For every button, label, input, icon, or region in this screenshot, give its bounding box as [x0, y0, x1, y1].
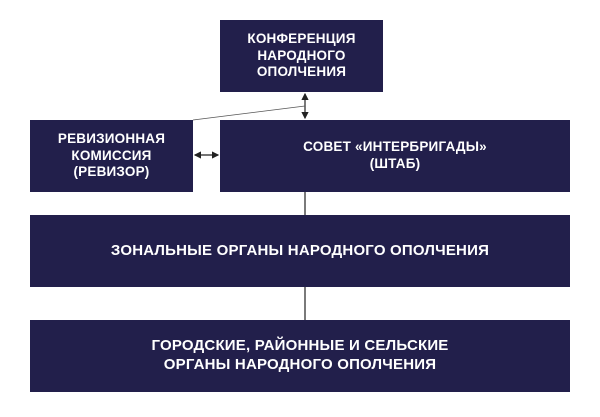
revision-label-line: КОМИССИЯ: [71, 147, 152, 163]
local-bodies-box: ГОРОДСКИЕ, РАЙОННЫЕ И СЕЛЬСКИЕ ОРГАНЫ НА…: [30, 320, 570, 392]
local-label-line: ОРГАНЫ НАРОДНОГО ОПОЛЧЕНИЯ: [163, 356, 437, 373]
council-box: СОВЕТ «ИНТЕРБРИГАДЫ» (ШТАБ): [220, 120, 570, 192]
local-label-line: ГОРОДСКИЕ, РАЙОННЫЕ И СЕЛЬСКИЕ: [151, 337, 449, 355]
council-label-line: (ШТАБ): [369, 156, 421, 171]
conference-label-line: КОНФЕРЕНЦИЯ: [247, 30, 356, 46]
zonal-bodies-box: ЗОНАЛЬНЫЕ ОРГАНЫ НАРОДНОГО ОПОЛЧЕНИЯ: [30, 215, 570, 287]
revision-label-line: (РЕВИЗОР): [73, 164, 150, 180]
conference-box: КОНФЕРЕНЦИЯ НАРОДНОГО ОПОЛЧЕНИЯ: [220, 20, 383, 92]
conference-revision-line: [192, 105, 306, 121]
revision-commission-box: РЕВИЗИОННАЯ КОМИССИЯ (РЕВИЗОР): [30, 120, 193, 192]
conference-label: КОНФЕРЕНЦИЯ НАРОДНОГО ОПОЛЧЕНИЯ: [247, 31, 355, 82]
council-label-line: СОВЕТ «ИНТЕРБРИГАДЫ»: [303, 139, 487, 155]
revision-label-line: РЕВИЗИОННАЯ: [57, 130, 166, 146]
conference-label-line: НАРОДНОГО: [257, 47, 346, 63]
conference-label-line: ОПОЛЧЕНИЯ: [256, 64, 347, 80]
council-label: СОВЕТ «ИНТЕРБРИГАДЫ» (ШТАБ): [303, 139, 487, 173]
revision-commission-label: РЕВИЗИОННАЯ КОМИССИЯ (РЕВИЗОР): [58, 131, 165, 182]
zonal-bodies-label: ЗОНАЛЬНЫЕ ОРГАНЫ НАРОДНОГО ОПОЛЧЕНИЯ: [111, 242, 489, 261]
local-bodies-label: ГОРОДСКИЕ, РАЙОННЫЕ И СЕЛЬСКИЕ ОРГАНЫ НА…: [151, 337, 448, 375]
zonal-label-line: ЗОНАЛЬНЫЕ ОРГАНЫ НАРОДНОГО ОПОЛЧЕНИЯ: [110, 241, 490, 259]
